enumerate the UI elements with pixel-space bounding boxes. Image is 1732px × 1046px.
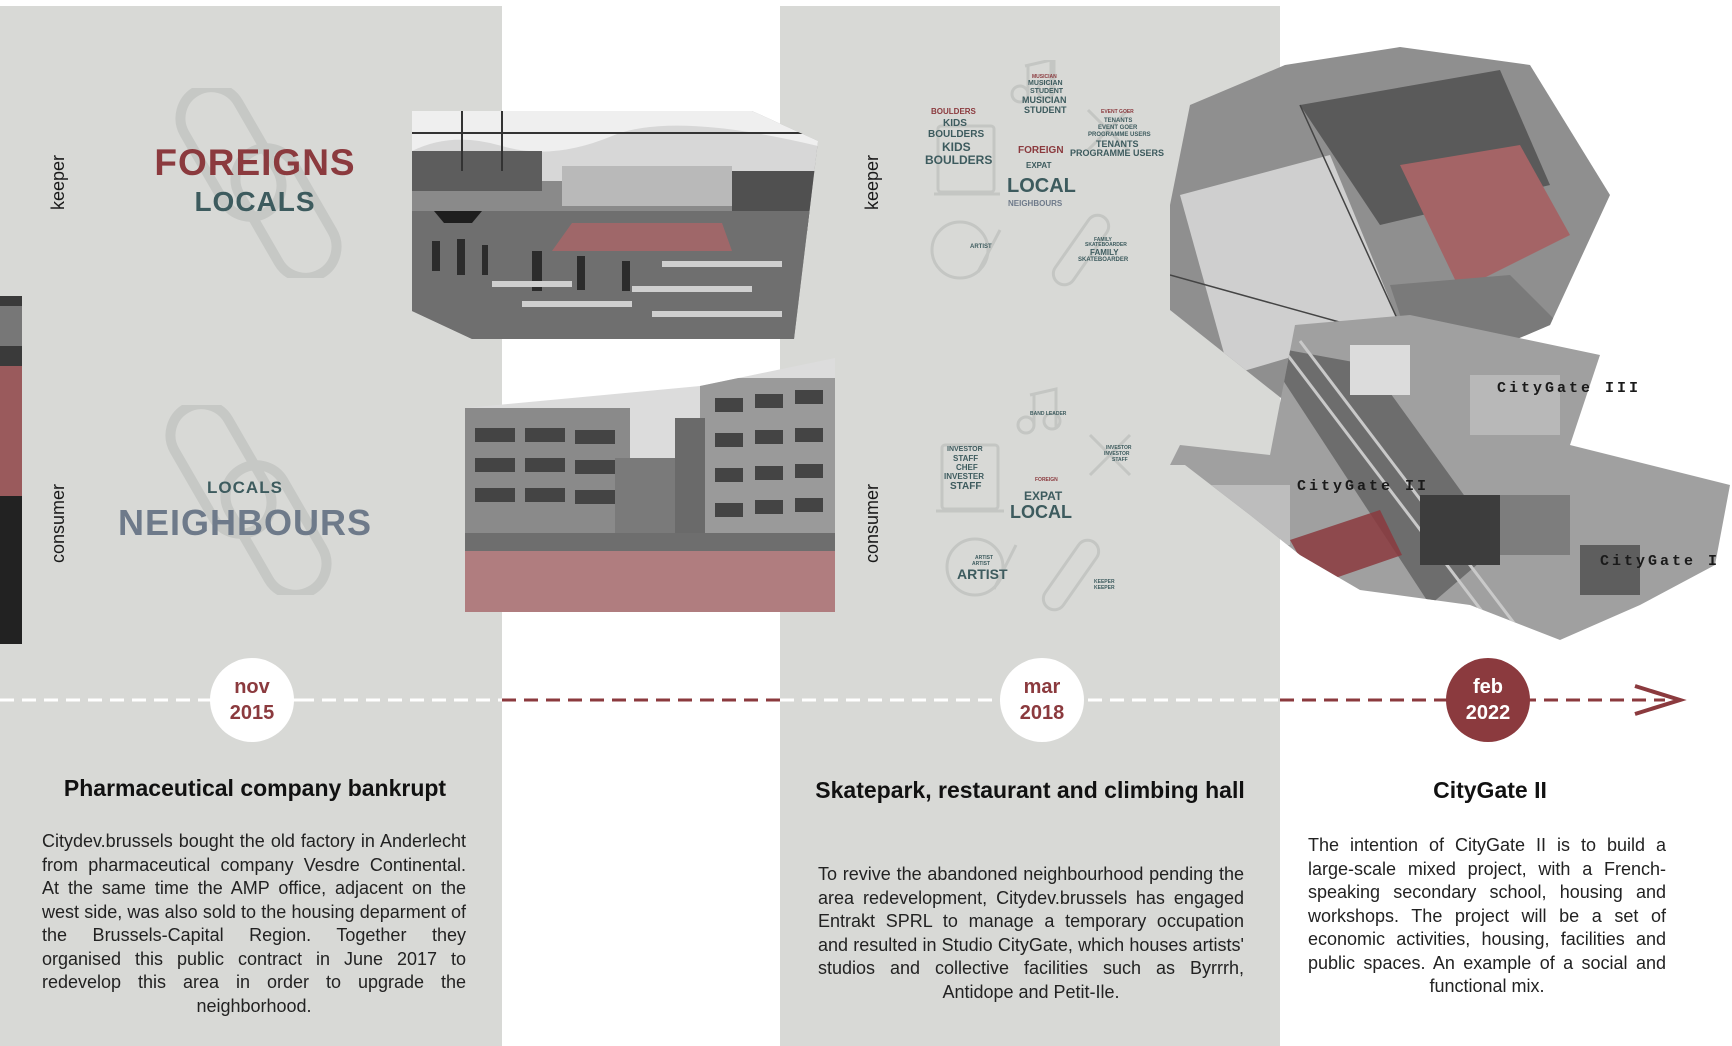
- role-label-consumer: consumer: [862, 483, 882, 563]
- role-label-consumer: consumer: [48, 483, 68, 563]
- cloud-word: ARTIST: [970, 244, 992, 250]
- skatepark-photo: [412, 111, 818, 339]
- date-month: mar: [1023, 676, 1061, 698]
- keeper-primary-word: FOREIGNS: [154, 142, 356, 183]
- map-label-citygate-ii: CityGate II: [1297, 478, 1430, 495]
- cloud-word: PROGRAMME USERS: [1088, 132, 1151, 138]
- section-body: Citydev.brussels bought the old factory …: [42, 831, 466, 1016]
- date-month: nov: [234, 676, 270, 698]
- cloud-word: INVESTOR: [947, 446, 983, 453]
- cloud-word: ARTIST: [975, 555, 994, 561]
- cloud-word: ARTIST: [957, 566, 1008, 582]
- cloud-word: KEEPER: [1094, 585, 1115, 591]
- map-label-citygate-i: CityGate I: [1600, 553, 1721, 570]
- role-label-keeper: keeper: [48, 154, 68, 210]
- map-label-citygate-iii: CityGate III: [1497, 380, 1642, 397]
- section-body: To revive the abandoned neighbourhood pe…: [818, 864, 1244, 1002]
- cloud-word: TENANTS: [1096, 139, 1139, 149]
- factory-building-photo: [465, 358, 835, 612]
- cloud-word: BOULDERS: [931, 107, 976, 116]
- cloud-word: STAFF: [950, 481, 982, 492]
- cloud-word: SKATEBOARDER: [1078, 257, 1129, 263]
- cloud-word: FAMILY: [1094, 237, 1112, 243]
- cloud-word: ARTIST: [972, 561, 991, 567]
- cloud-word: BAND LEADER: [1030, 411, 1067, 417]
- section-title: Skatepark, restaurant and climbing hall: [815, 777, 1245, 803]
- cloud-word: CHEF: [956, 463, 978, 472]
- cloud-word: KIDS: [942, 140, 971, 154]
- role-label-keeper: keeper: [862, 154, 882, 210]
- cloud-word: INVESTOR: [1106, 445, 1132, 451]
- date-month: feb: [1473, 676, 1503, 698]
- timeline-date-2018: mar 2018: [1000, 658, 1084, 742]
- cloud-word: TENANTS: [1104, 118, 1133, 124]
- date-year: 2015: [229, 702, 275, 724]
- consumer-primary-word: NEIGHBOURS: [117, 502, 373, 543]
- cloud-word: BOULDERS: [928, 129, 985, 140]
- edge-photo-strip: [0, 296, 22, 644]
- cloud-word: LOCAL: [1010, 502, 1072, 522]
- cloud-word: LOCAL: [1007, 175, 1076, 197]
- section-title: CityGate II: [1433, 777, 1547, 803]
- cloud-word: STAFF: [1112, 457, 1128, 463]
- cloud-word: KIDS: [943, 118, 967, 129]
- cloud-word: FAMILY: [1090, 248, 1119, 257]
- section-title: Pharmaceutical company bankrupt: [63, 775, 447, 801]
- section-body: The intention of CityGate II is to build…: [1308, 835, 1666, 996]
- cloud-word: MUSICIAN: [1032, 74, 1057, 80]
- cloud-word: NEIGHBOURS: [1008, 199, 1063, 208]
- cloud-word: EVENT GOER: [1101, 109, 1134, 115]
- cloud-word: MUSICIAN: [1028, 80, 1063, 87]
- cloud-word: STUDENT: [1024, 105, 1067, 115]
- cloud-word: FOREIGN: [1035, 477, 1058, 483]
- cloud-word: INVESTOR: [1104, 451, 1130, 457]
- consumer-icon-cluster: [936, 387, 1132, 612]
- cloud-word: EXPAT: [1026, 161, 1052, 170]
- cloud-word: STAFF: [953, 454, 979, 463]
- cloud-word: PROGRAMME USERS: [1070, 148, 1165, 158]
- cloud-word: SKATEBOARDER: [1085, 242, 1127, 248]
- date-year: 2018: [1019, 702, 1065, 724]
- aerial-site-map: [1170, 45, 1732, 645]
- date-year: 2022: [1465, 702, 1511, 724]
- keeper-icon-cluster: [930, 60, 1130, 287]
- consumer-secondary-word: LOCALS: [207, 478, 283, 497]
- keeper-secondary-word: LOCALS: [194, 186, 316, 217]
- link-icon: [165, 405, 332, 595]
- link-icon: [175, 88, 342, 278]
- cloud-word: BOULDERS: [925, 153, 993, 167]
- cloud-word: FOREIGN: [1018, 145, 1064, 156]
- timeline-date-2022: feb 2022: [1446, 658, 1530, 742]
- timeline-date-2015: nov 2015: [210, 658, 294, 742]
- cloud-word: EXPAT: [1024, 489, 1063, 503]
- cloud-word: INVESTER: [944, 472, 985, 481]
- cloud-word: KEEPER: [1094, 579, 1115, 585]
- cloud-word: EVENT GOER: [1098, 125, 1138, 131]
- cloud-word: STUDENT: [1030, 88, 1064, 95]
- cloud-word: MUSICIAN: [1022, 95, 1067, 105]
